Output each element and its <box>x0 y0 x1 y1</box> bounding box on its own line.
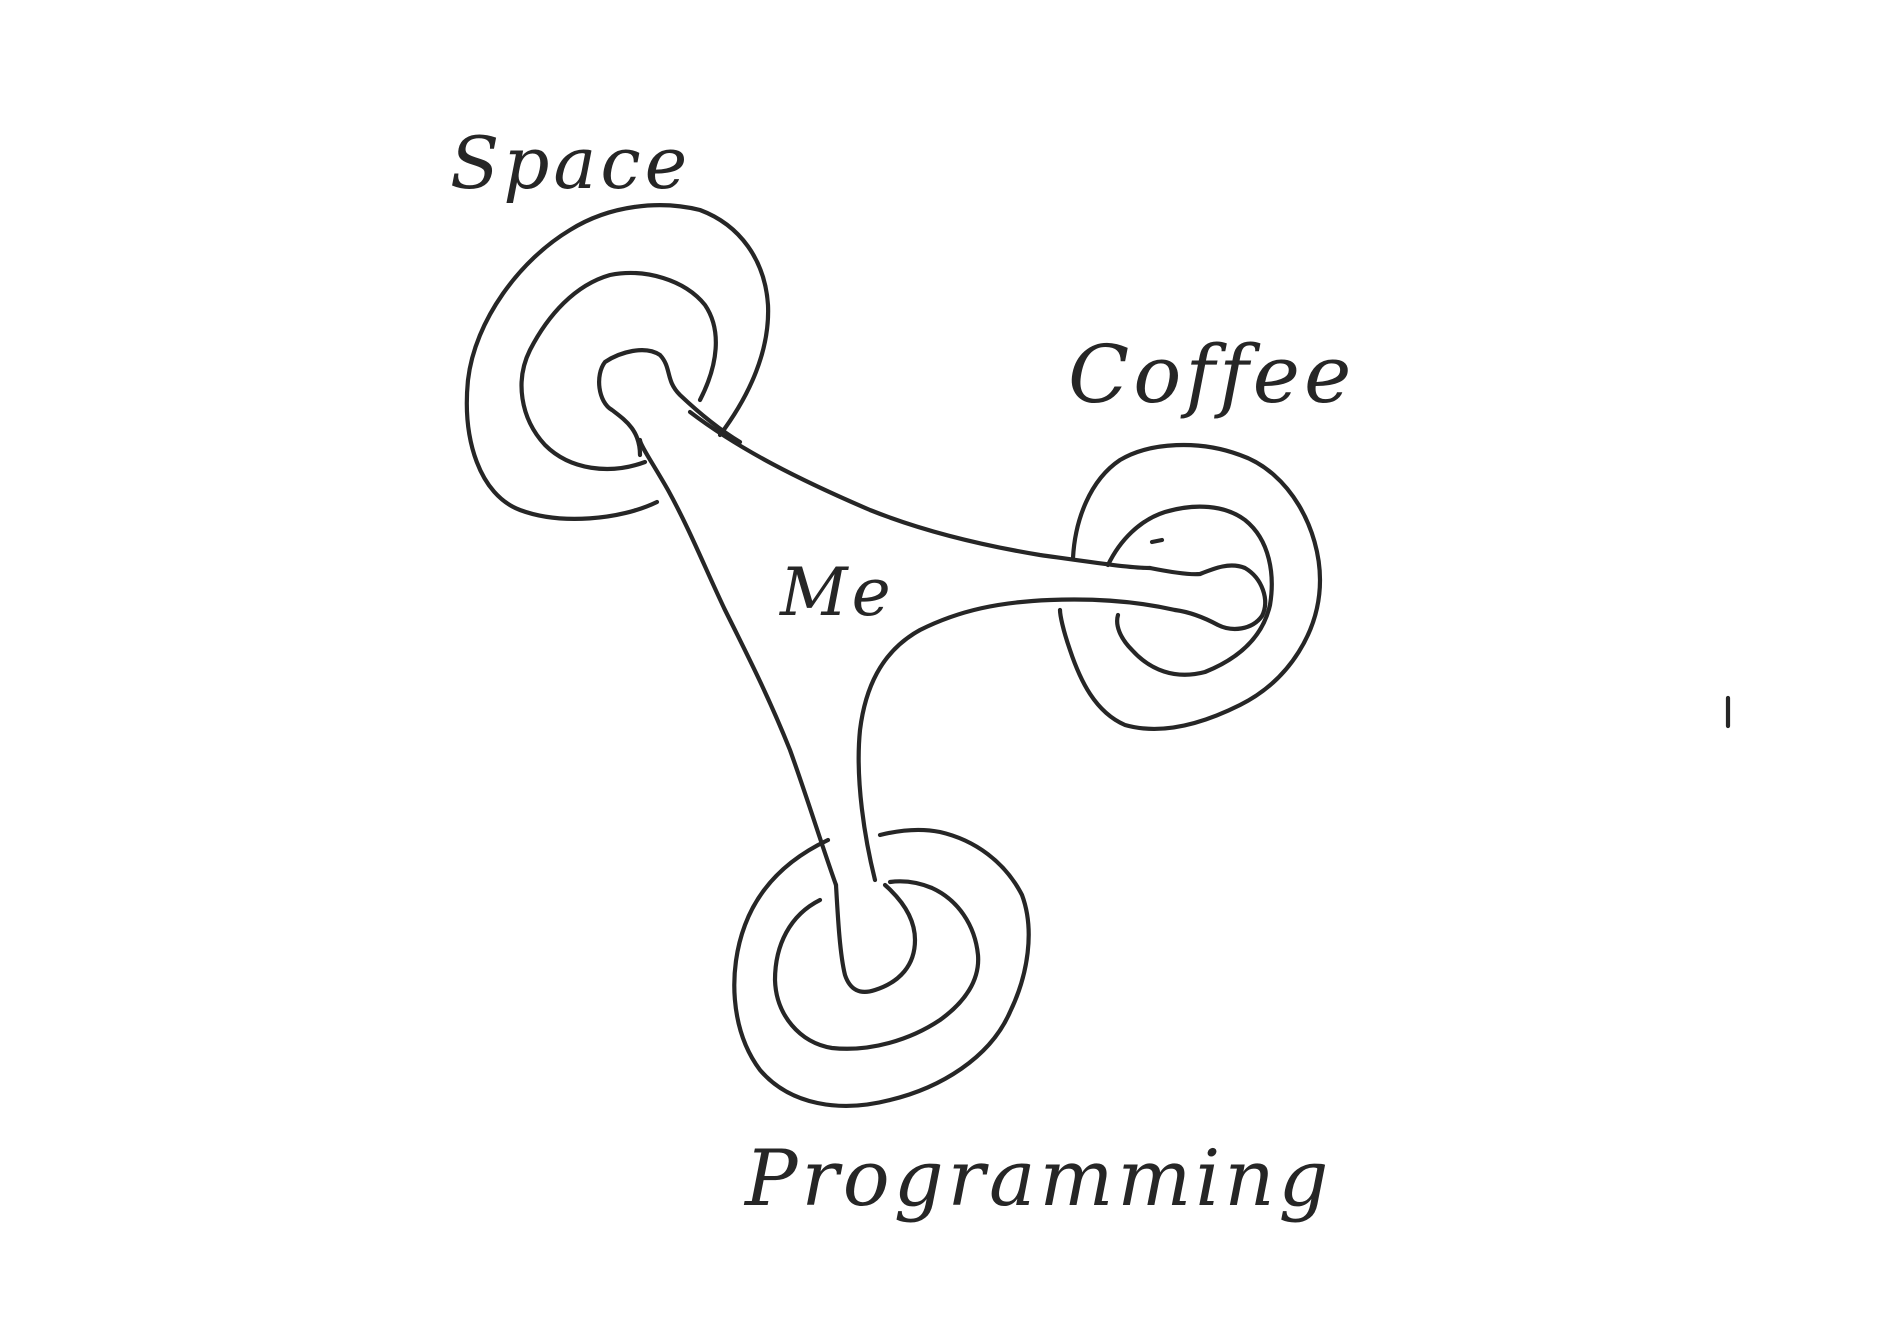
space-swirl <box>464 203 771 521</box>
coffee-core-loop <box>1147 563 1268 632</box>
center-body <box>637 409 1178 888</box>
coffee-outer-ring <box>1057 442 1323 732</box>
label-coffee: Coffee <box>1068 328 1355 421</box>
programming-inner-ring <box>772 879 981 1051</box>
label-space: Space <box>450 121 691 205</box>
label-programming: Programming <box>743 1134 1333 1224</box>
space-outer-ring <box>464 203 771 521</box>
programming-core-loop <box>833 882 918 994</box>
coffee-inner-ring <box>1105 504 1274 677</box>
programming-outer-ring <box>732 827 1031 1108</box>
coffee-tick-mark <box>1149 537 1165 545</box>
coffee-swirl <box>1057 442 1323 732</box>
label-center-me: Me <box>779 554 895 631</box>
body-edge-space-coffee <box>687 409 1153 571</box>
programming-swirl <box>732 827 1031 1108</box>
space-core-loop <box>597 348 743 458</box>
space-inner-ring <box>519 270 718 472</box>
body-edge-coffee-programming <box>856 597 1178 883</box>
body-edge-programming-space <box>637 437 839 888</box>
